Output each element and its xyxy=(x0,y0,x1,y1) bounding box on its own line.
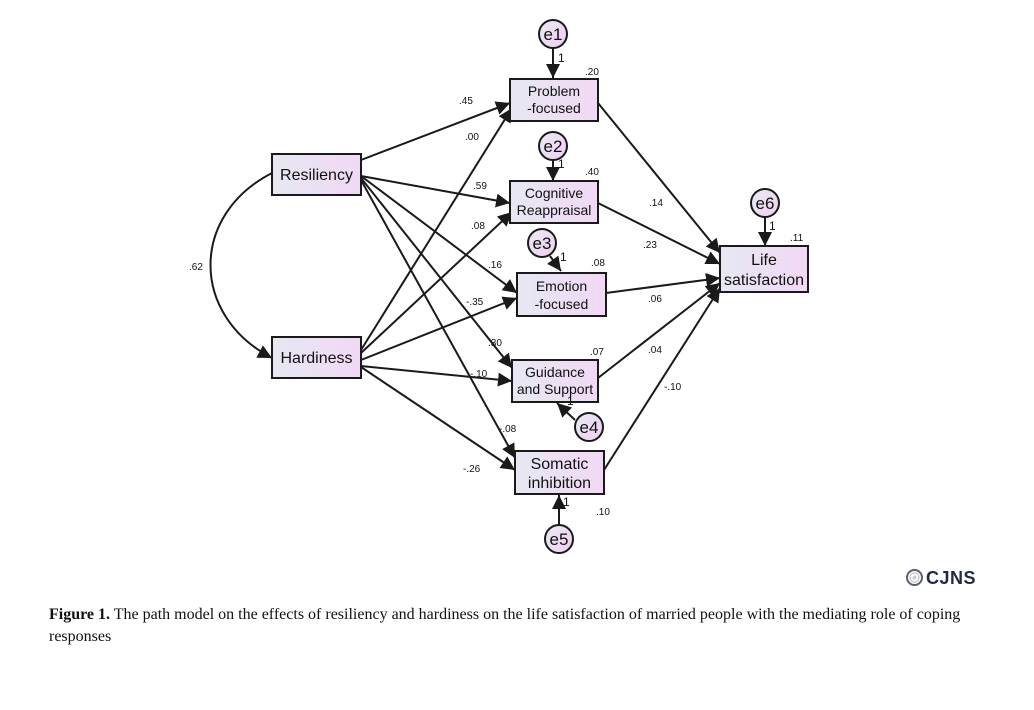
node-resiliency-label: Resiliency xyxy=(280,167,353,184)
path-hardiness-somatic xyxy=(360,366,516,471)
error-arrow-e4 xyxy=(556,402,576,421)
error-e3: e3 xyxy=(527,228,557,258)
error-e6: e6 xyxy=(750,188,780,218)
path-resiliency-somatic xyxy=(360,179,516,459)
r2-somatic: .10 xyxy=(596,507,610,518)
error-e6-label: e6 xyxy=(756,194,775,213)
r2-guidance: .07 xyxy=(590,347,604,358)
node-emotion-line2: -focused xyxy=(535,296,589,312)
error-e5-label: e5 xyxy=(550,530,569,549)
path-hardiness-cognitive xyxy=(360,211,513,354)
coef-har-somatic: -.26 xyxy=(463,464,481,475)
node-problem-line2: -focused xyxy=(527,100,581,116)
error-e1-label: e1 xyxy=(544,25,563,44)
r2-problem: .20 xyxy=(585,67,599,78)
covariance-label: .62 xyxy=(189,262,203,273)
node-life-satisfaction: Life satisfaction xyxy=(719,245,809,293)
coef-somatic-life: -.10 xyxy=(664,382,682,393)
r2-emotion: .08 xyxy=(591,258,605,269)
node-life-line2: satisfaction xyxy=(724,272,804,289)
path-somatic-life xyxy=(603,287,721,471)
coef-guidance-life: .04 xyxy=(648,345,662,356)
error-e4-label: e4 xyxy=(580,418,599,437)
path-hardiness-guidance xyxy=(360,365,513,387)
figure-caption-text: The path model on the effects of resilie… xyxy=(49,606,961,645)
node-cognitive-line1: Cognitive xyxy=(525,185,584,201)
figure-caption: Figure 1. The path model on the effects … xyxy=(49,604,999,648)
node-emotion-focused: Emotion -focused xyxy=(516,272,607,317)
coef-res-cognitive: .59 xyxy=(473,181,487,192)
coef-res-somatic: -.08 xyxy=(499,424,517,435)
path-cognitive-life xyxy=(597,202,721,265)
error-weight-e4: 1 xyxy=(567,394,574,408)
node-hardiness: Hardiness xyxy=(271,336,362,379)
error-weight-e5: 1 xyxy=(563,495,570,509)
path-resiliency-problem xyxy=(360,101,511,161)
node-somatic-inhibition: Somatic inhibition xyxy=(514,450,605,495)
path-hardiness-problem xyxy=(360,107,513,351)
covariance-arc xyxy=(209,160,288,359)
error-weight-e6: 1 xyxy=(769,219,776,233)
error-weight-e3: 1 xyxy=(560,250,567,264)
path-problem-life xyxy=(597,102,721,254)
node-somatic-line1: Somatic xyxy=(531,456,589,473)
node-emotion-line1: Emotion xyxy=(536,278,587,294)
coef-res-problem: .45 xyxy=(459,96,473,107)
path-resiliency-emotion xyxy=(360,175,518,294)
coef-har-emotion: -.35 xyxy=(466,297,484,308)
node-guidance-line1: Guidance xyxy=(525,364,585,380)
node-somatic-line2: inhibition xyxy=(528,475,591,492)
node-guidance-line2: and Support xyxy=(517,381,593,397)
node-cognitive-reappraisal: Cognitive Reappraisal xyxy=(509,180,599,224)
coef-har-cognitive: .08 xyxy=(471,221,485,232)
error-arrow-e3 xyxy=(547,255,562,272)
error-e5: e5 xyxy=(544,524,574,554)
path-model-diagram: .62 Resiliency Hardiness Problem -focuse… xyxy=(189,19,809,554)
path-guidance-life xyxy=(597,282,721,379)
journal-logo-text: CJNS xyxy=(926,568,977,588)
node-problem-line1: Problem xyxy=(528,83,580,99)
node-cognitive-line2: Reappraisal xyxy=(517,202,592,218)
error-e1: e1 xyxy=(538,19,568,49)
journal-logo: CJNS xyxy=(906,568,976,589)
node-problem-focused: Problem -focused xyxy=(509,78,599,122)
node-hardiness-label: Hardiness xyxy=(280,350,352,367)
error-e3-label: e3 xyxy=(533,234,552,253)
coef-har-guidance: -.10 xyxy=(470,369,488,380)
error-e4: e4 xyxy=(574,412,604,442)
coef-emotion-life: .06 xyxy=(648,294,662,305)
seal-icon xyxy=(906,569,923,586)
node-guidance-support: Guidance and Support xyxy=(511,359,599,403)
path-emotion-life xyxy=(605,272,721,294)
error-weight-e2: 1 xyxy=(558,157,565,171)
coef-problem-life: .14 xyxy=(649,198,663,209)
coef-res-emotion: .16 xyxy=(488,260,502,271)
coef-res-guidance: .30 xyxy=(488,338,502,349)
node-life-line1: Life xyxy=(751,252,777,269)
path-resiliency-guidance xyxy=(360,177,513,369)
error-e2-label: e2 xyxy=(544,137,563,156)
r2-cognitive: .40 xyxy=(585,167,599,178)
path-resiliency-cognitive xyxy=(360,175,511,208)
figure-label: Figure 1. xyxy=(49,606,111,623)
coef-har-problem: .00 xyxy=(465,132,479,143)
coef-cognitive-life: .23 xyxy=(643,240,657,251)
node-resiliency: Resiliency xyxy=(271,153,362,196)
path-hardiness-emotion xyxy=(360,296,518,361)
error-e2: e2 xyxy=(538,131,568,161)
error-weight-e1: 1 xyxy=(558,51,565,65)
r2-life: .11 xyxy=(790,233,804,244)
